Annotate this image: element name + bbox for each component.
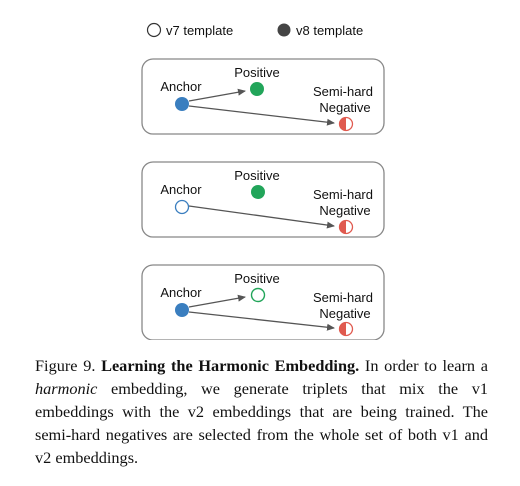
anchor-label: Anchor (160, 79, 202, 94)
positive-label: Positive (234, 65, 280, 80)
positive-point (250, 82, 264, 96)
negative-label-line1: Semi-hard (313, 84, 373, 99)
caption-prefix: Figure 9. (35, 356, 96, 375)
figure-caption: Figure 9. Learning the Harmonic Embeddin… (35, 354, 488, 469)
panel-1: Anchor Positive Semi-hard Negative (141, 58, 385, 135)
figure: v7 template v8 template Anchor Positive … (141, 22, 385, 340)
anchor-negative-arrow (188, 205, 335, 229)
negative-label-line2: Negative (319, 100, 370, 115)
panel-3: Anchor Positive Semi-hard Negative (141, 264, 385, 340)
negative-point (338, 116, 354, 132)
v7-legend-marker (146, 22, 162, 38)
positive-point (250, 287, 266, 303)
positive-point (251, 185, 265, 199)
panel-frame (141, 161, 385, 238)
v8-legend-label: v8 template (296, 23, 363, 38)
anchor-point (175, 303, 189, 317)
negative-label-line1: Semi-hard (313, 187, 373, 202)
v7-legend-label: v7 template (166, 23, 233, 38)
positive-label: Positive (234, 168, 280, 183)
anchor-point (174, 199, 190, 215)
figure-svg: v7 template v8 template Anchor Positive … (141, 22, 385, 340)
anchor-label: Anchor (160, 182, 202, 197)
caption-text-2: embedding, we generate triplets that mix… (35, 379, 488, 467)
anchor-positive-arrow (188, 294, 246, 308)
negative-point (338, 321, 354, 337)
panel-2: Anchor Positive Semi-hard Negative (141, 161, 385, 238)
anchor-negative-arrow (188, 105, 335, 126)
positive-label: Positive (234, 271, 280, 286)
panel-frame (141, 58, 385, 135)
anchor-point (175, 97, 189, 111)
negative-point (338, 219, 354, 235)
legend: v7 template v8 template (146, 22, 363, 38)
negative-label-line2: Negative (319, 203, 370, 218)
caption-text-1: In order to learn a (359, 356, 488, 375)
caption-italic: harmonic (35, 379, 98, 398)
anchor-label: Anchor (160, 285, 202, 300)
panel-frame (141, 264, 385, 340)
anchor-positive-arrow (188, 88, 246, 102)
negative-label-line1: Semi-hard (313, 290, 373, 305)
anchor-negative-arrow (188, 311, 335, 331)
v8-legend-marker (277, 23, 291, 37)
caption-title: Learning the Harmonic Embedding. (101, 356, 360, 375)
negative-label-line2: Negative (319, 306, 370, 321)
